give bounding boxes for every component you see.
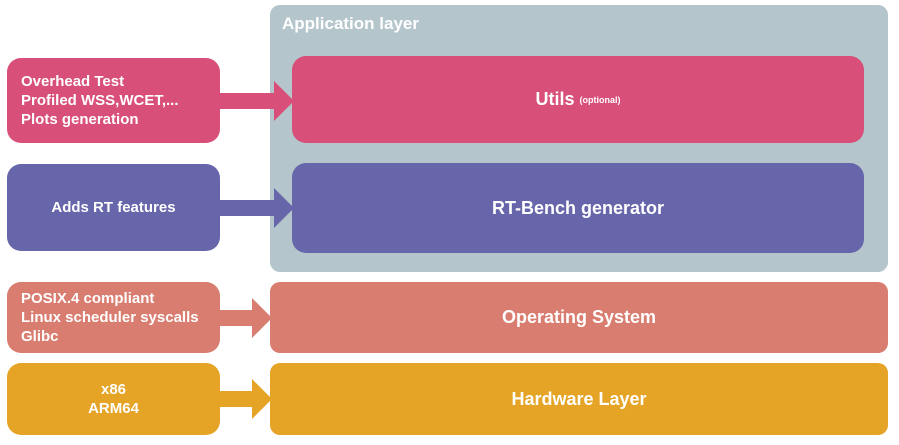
os-desc-line: POSIX.4 compliant [21,290,155,307]
hardware-layer-block: Hardware Layer [270,363,888,435]
os-description-box: POSIX.4 compliant Linux scheduler syscal… [7,282,220,353]
rt-desc-line: Adds RT features [51,199,176,216]
rt-features-description-box: Adds RT features [7,164,220,251]
rt-bench-label: RT-Bench generator [491,197,665,218]
utils-label: Utils [535,89,575,109]
arrow-right-icon [218,188,294,228]
utils-desc-line: Plots generation [21,111,139,128]
rt-bench-generator-block: RT-Bench generator [292,163,864,253]
os-desc-line: Glibc [21,328,59,345]
utils-block: Utils (optional) [292,56,864,143]
os-desc-line: Linux scheduler syscalls [21,309,199,326]
utils-description-box: Overhead Test Profiled WSS,WCET,... Plot… [7,58,220,143]
arrow-right-icon [218,379,272,419]
operating-system-block: Operating System [270,282,888,353]
hardware-description-box: x86 ARM64 [7,363,220,435]
utils-desc-line: Profiled WSS,WCET,... [21,92,179,109]
arrow-right-icon [218,81,294,121]
utils-desc-line: Overhead Test [21,73,125,90]
os-label: Operating System [501,307,657,327]
hardware-desc-line: x86 [100,381,127,398]
arrow-right-icon [218,298,272,338]
hardware-label: Hardware Layer [511,388,647,409]
application-layer-title: Application layer [282,14,419,33]
utils-optional-note: (optional) [579,94,621,105]
hardware-desc-line: ARM64 [88,400,139,417]
